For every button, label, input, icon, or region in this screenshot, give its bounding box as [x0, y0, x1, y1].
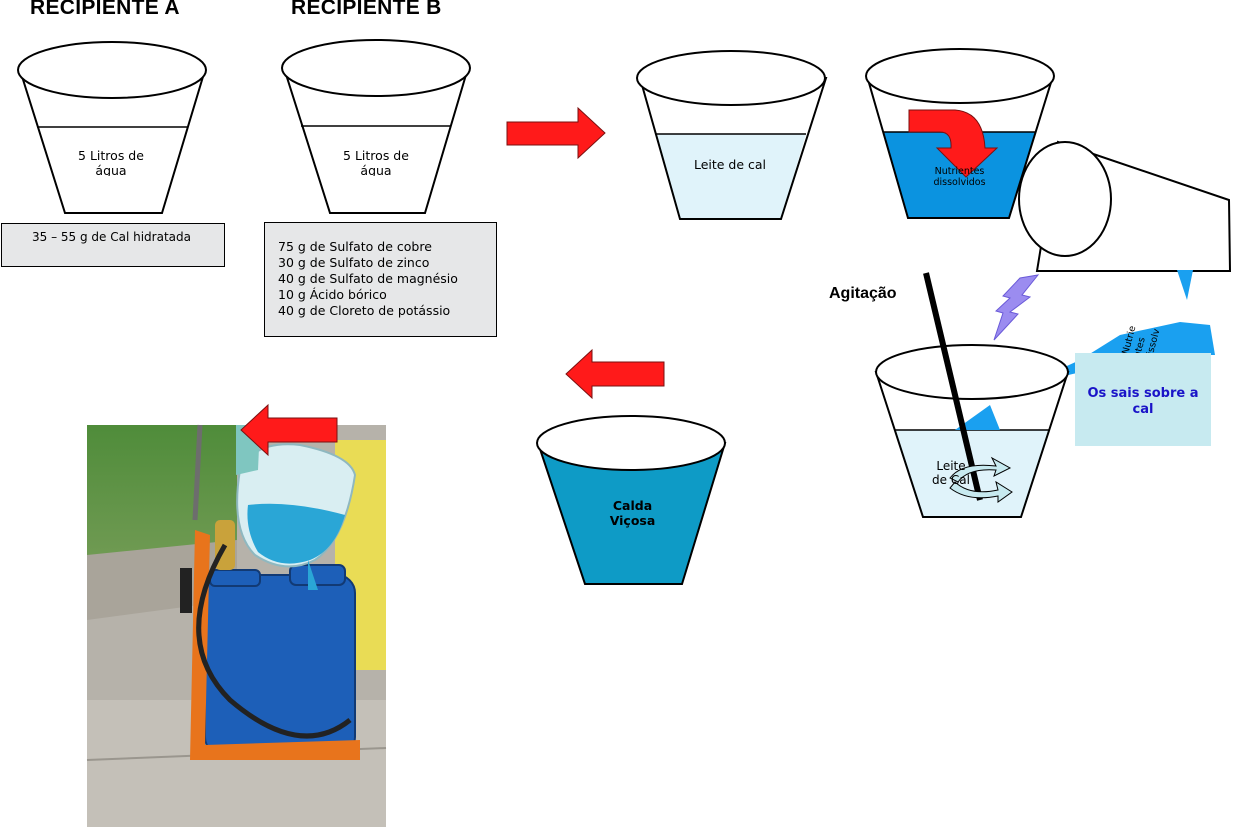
- box-recipiente-a: 35 – 55 g de Cal hidratada: [1, 223, 225, 267]
- bucket-tilted: [1018, 140, 1232, 272]
- ingredient-item: 30 g de Sulfato de zinco: [278, 255, 430, 270]
- label-sais: Os sais sobre a cal: [1087, 386, 1199, 417]
- curved-arrow-icon: [908, 109, 999, 178]
- bucket-b: [281, 39, 471, 214]
- swirl-icon: [949, 480, 1013, 503]
- label-nutrientes: Nutrientes dissolvidos: [933, 166, 986, 189]
- box-recipiente-b: 75 g de Sulfato de cobre 30 g de Sulfato…: [264, 222, 497, 337]
- arrow-left-icon: [240, 403, 338, 457]
- bucket-a: [17, 41, 207, 214]
- swirl-icon: [949, 456, 1012, 483]
- bucket-calda-vicosa: [536, 415, 727, 585]
- label-agitacao: Agitação: [829, 285, 897, 302]
- bucket-leite-de-cal: [636, 50, 828, 220]
- sais-box: [1075, 353, 1211, 446]
- ingredient-item: 40 g de Sulfato de magnésio: [278, 271, 458, 286]
- ingredient-item: 10 g Ácido bórico: [278, 287, 387, 302]
- title-recipiente-b: RECIPIENTE B: [291, 0, 442, 19]
- label-calda: Calda Viçosa: [609, 498, 656, 528]
- label-b-water: 5 Litros de água: [343, 148, 409, 176]
- label-mix-leite: Leite de Cal: [932, 459, 970, 488]
- ingredient-item: 40 g de Cloreto de potássio: [278, 303, 451, 318]
- sprayer-photo: [86, 424, 387, 827]
- arrow-right-icon: [506, 106, 606, 160]
- title-recipiente-a: RECIPIENTE A: [30, 0, 180, 19]
- lightning-icon: [993, 274, 1040, 341]
- stream-piece: [1177, 270, 1193, 300]
- ingredient-item: 75 g de Sulfato de cobre: [278, 239, 432, 254]
- arrow-left-icon: [565, 348, 665, 400]
- box-b-list: 75 g de Sulfato de cobre 30 g de Sulfato…: [278, 239, 458, 319]
- bucket-nutrientes: [865, 48, 1055, 219]
- stir-rod-icon: [923, 272, 983, 501]
- label-leite-de-cal: Leite de cal: [693, 157, 767, 172]
- label-a-water: 5 Litros de água: [78, 148, 144, 176]
- box-a-text: 35 – 55 g de Cal hidratada: [32, 230, 191, 244]
